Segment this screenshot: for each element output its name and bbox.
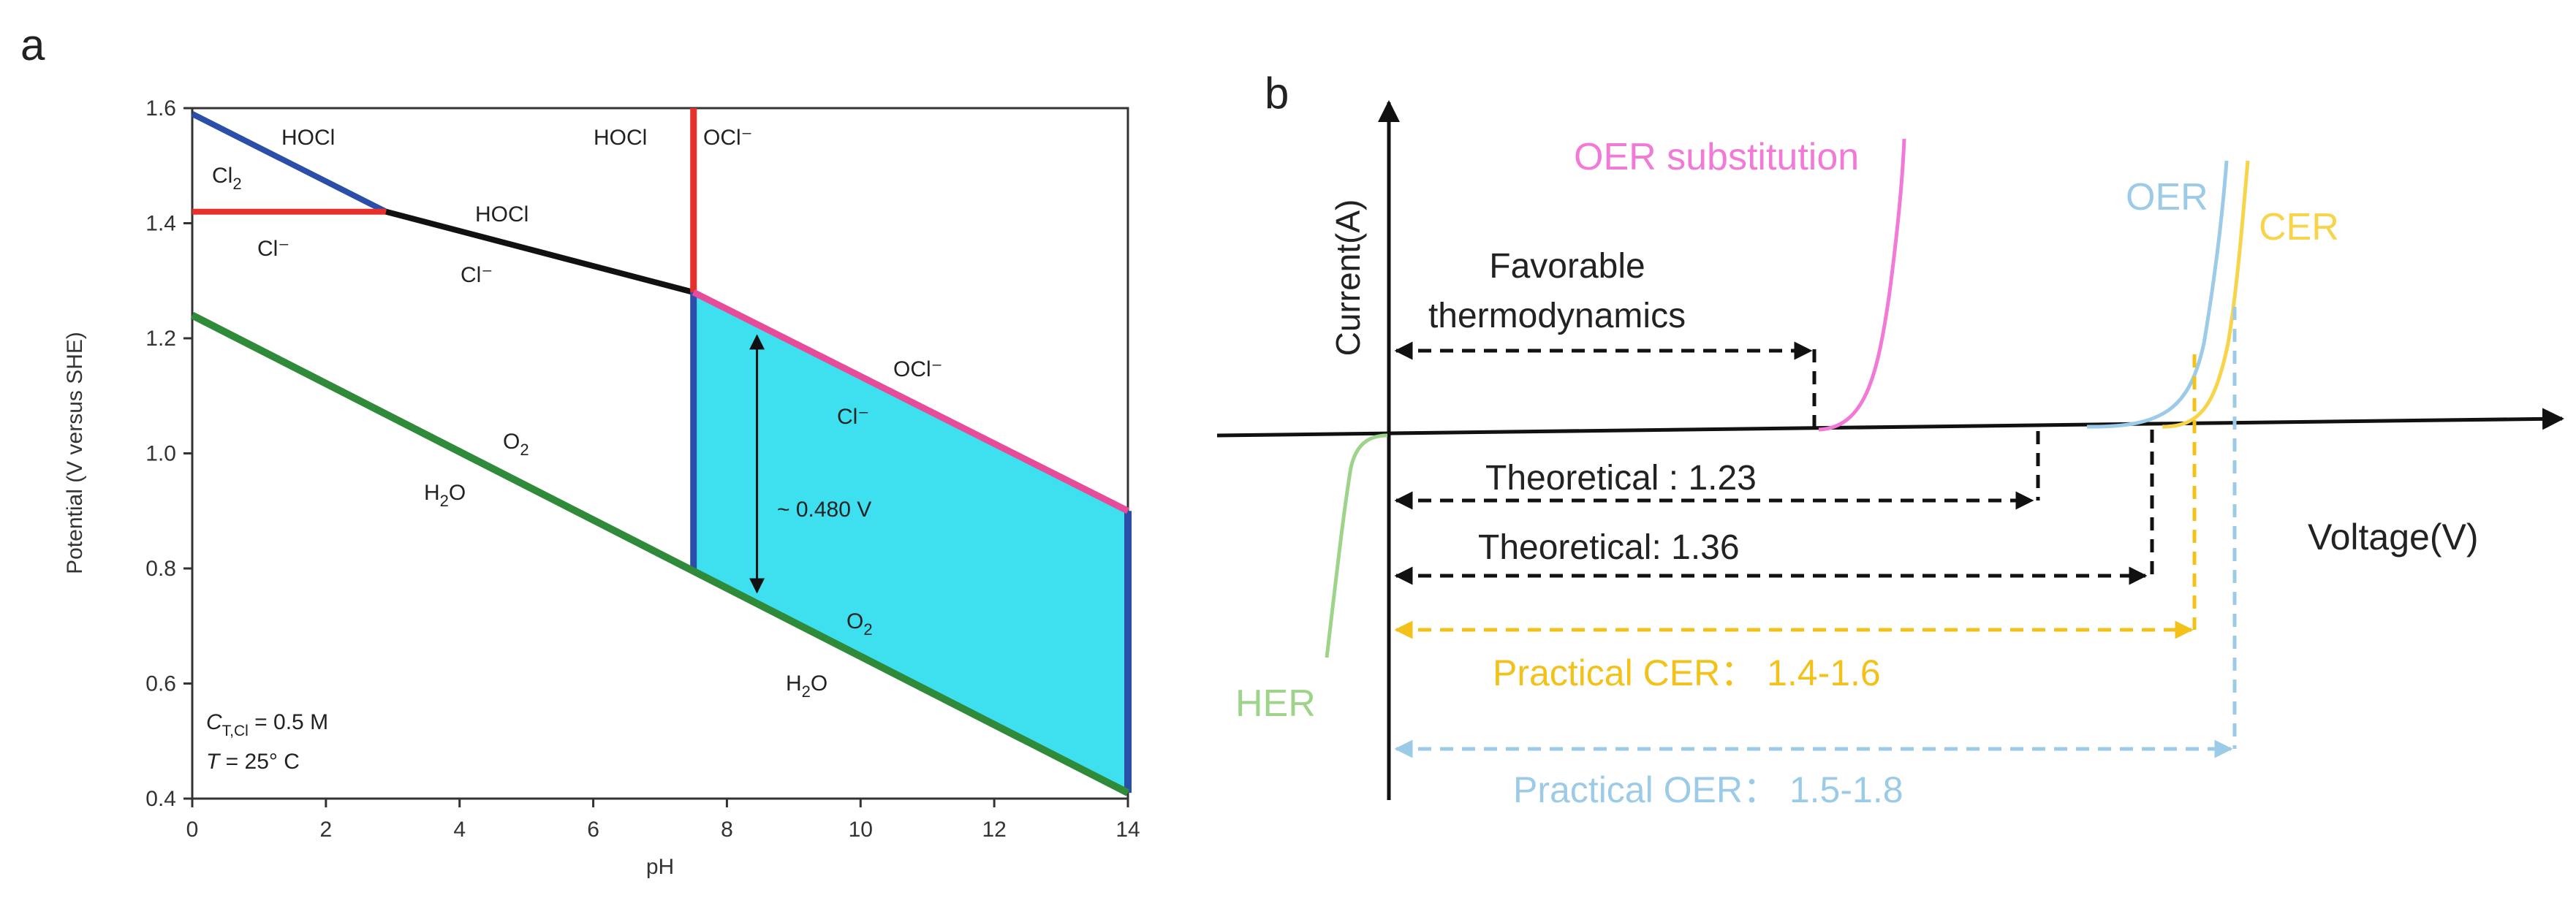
y-axis-label: Potential (V versus SHE) [63,332,87,574]
y-tick-label: 1.6 [145,96,176,121]
shaded-region [693,292,1128,793]
y-tick-label: 0.6 [145,672,176,696]
x-axis [1216,408,2564,438]
x-tick-label: 8 [721,818,733,842]
panel-b: b Current(A) Voltage(V) OER substitution… [1216,69,2564,810]
y-tick-label: 0.8 [145,557,176,581]
label-cer: CER [2259,206,2339,248]
ocl-cl-boundary [692,289,1130,514]
x-tick-label: 10 [849,818,873,842]
label-hocl-top: HOCl [281,126,335,150]
favorable-line2: thermodynamics [1428,297,1686,335]
label-her: HER [1235,682,1316,725]
cl2-hocl-boundary [191,111,387,215]
label-h2o-right: H2O [786,671,827,701]
y-tick-label: 0.4 [145,787,176,811]
label-hocl-vert: HOCl [594,126,647,150]
y-tick-label: 1.2 [145,327,176,351]
x-tick-label: 6 [587,818,599,842]
label-width-value: ~ 0.480 V [777,498,871,522]
label-o2-right: O2 [846,609,873,639]
panel-a-label: a [20,20,45,69]
label-oer-substitution: OER substitution [1574,136,1859,178]
x-tick-label: 4 [453,818,466,842]
curve-oer-substitution [1818,138,1906,432]
x-axis-label: pH [646,855,674,879]
label-cl2: Cl2 [212,164,242,193]
conditions-concentration: CT,Cl = 0.5 M [206,710,328,739]
x-tick-label: 12 [982,818,1006,842]
label-cl-right: Cl⁻ [837,405,869,429]
x-tick-label: 2 [320,818,333,842]
favorable-line1: Favorable [1489,247,1645,286]
y-axis-label-b: Current(A) [1329,199,1367,357]
y-ticks: 0.4 0.6 0.8 1.0 1.2 1.4 1.6 [145,96,192,811]
panel-b-label: b [1265,69,1289,118]
x-tick-label: 14 [1115,818,1140,842]
label-oer: OER [2126,176,2208,218]
label-o2-left: O2 [503,430,529,459]
y-tick-label: 1.0 [145,442,176,466]
o2-h2o-boundary [190,312,1130,796]
y-tick-label: 1.4 [145,212,176,236]
x-ticks: 0 2 4 6 8 10 12 14 [186,799,1140,842]
label-cl-mid: Cl⁻ [461,263,493,287]
panel-a: a 0 2 4 6 8 10 12 14 0.4 0.6 0.8 1.0 1.2 1.4 1.6 pH P… [20,20,1140,879]
label-cl-left: Cl⁻ [257,237,289,261]
hocl-cl-boundary [385,208,694,295]
x-axis-label-b: Voltage(V) [2308,517,2478,557]
label-practical-cer: Practical CER： 1.4-1.6 [1493,652,1881,693]
label-practical-oer: Practical OER： 1.5-1.8 [1513,769,1903,810]
label-theoretical-oer: Theoretical : 1.23 [1485,459,1757,498]
label-hocl-mid: HOCl [475,202,529,226]
curve-cer [2162,160,2250,429]
label-h2o-left: H2O [424,481,466,510]
curve-oer [2086,160,2229,429]
label-ocl-right: OCl⁻ [893,357,943,381]
curve-her [1325,433,1388,658]
label-ocl-vert: OCl⁻ [703,126,753,150]
x-tick-label: 0 [186,818,199,842]
conditions-temperature: T = 25° C [206,750,300,774]
label-theoretical-cer: Theoretical: 1.36 [1478,528,1740,567]
